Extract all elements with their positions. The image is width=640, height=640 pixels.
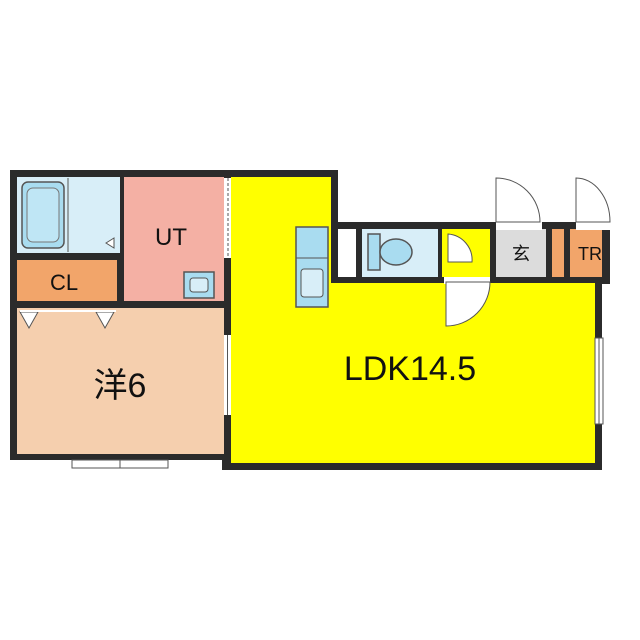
cl-label: CL bbox=[50, 270, 78, 295]
shoe-closet bbox=[552, 229, 564, 277]
tr-right-wall bbox=[602, 222, 610, 284]
tr-label: TR bbox=[578, 244, 602, 264]
ldk-door-gap bbox=[444, 277, 490, 284]
toilet-bowl bbox=[379, 238, 413, 266]
ut-label: UT bbox=[155, 224, 187, 251]
tr-door-swing bbox=[575, 177, 611, 223]
entrance-label: 玄 bbox=[512, 244, 530, 264]
bathtub-inner bbox=[26, 187, 60, 243]
storage-nook bbox=[338, 229, 356, 277]
entrance-door-gap bbox=[496, 221, 542, 230]
ldk-door-swing bbox=[445, 281, 491, 327]
tr-door-gap bbox=[576, 221, 610, 230]
bath-door-marker bbox=[105, 237, 115, 249]
ldk-label: LDK14.5 bbox=[344, 350, 476, 388]
closet bbox=[17, 260, 117, 301]
toilet-tank bbox=[367, 233, 381, 271]
kitchen-sink bbox=[300, 268, 324, 298]
toilet-door-swing bbox=[447, 233, 473, 263]
entrance-door-swing bbox=[495, 177, 541, 223]
western-room-label: 洋6 bbox=[94, 367, 147, 405]
western-room bbox=[17, 308, 224, 454]
entrance bbox=[496, 229, 546, 277]
washbasin-inner bbox=[189, 277, 209, 293]
